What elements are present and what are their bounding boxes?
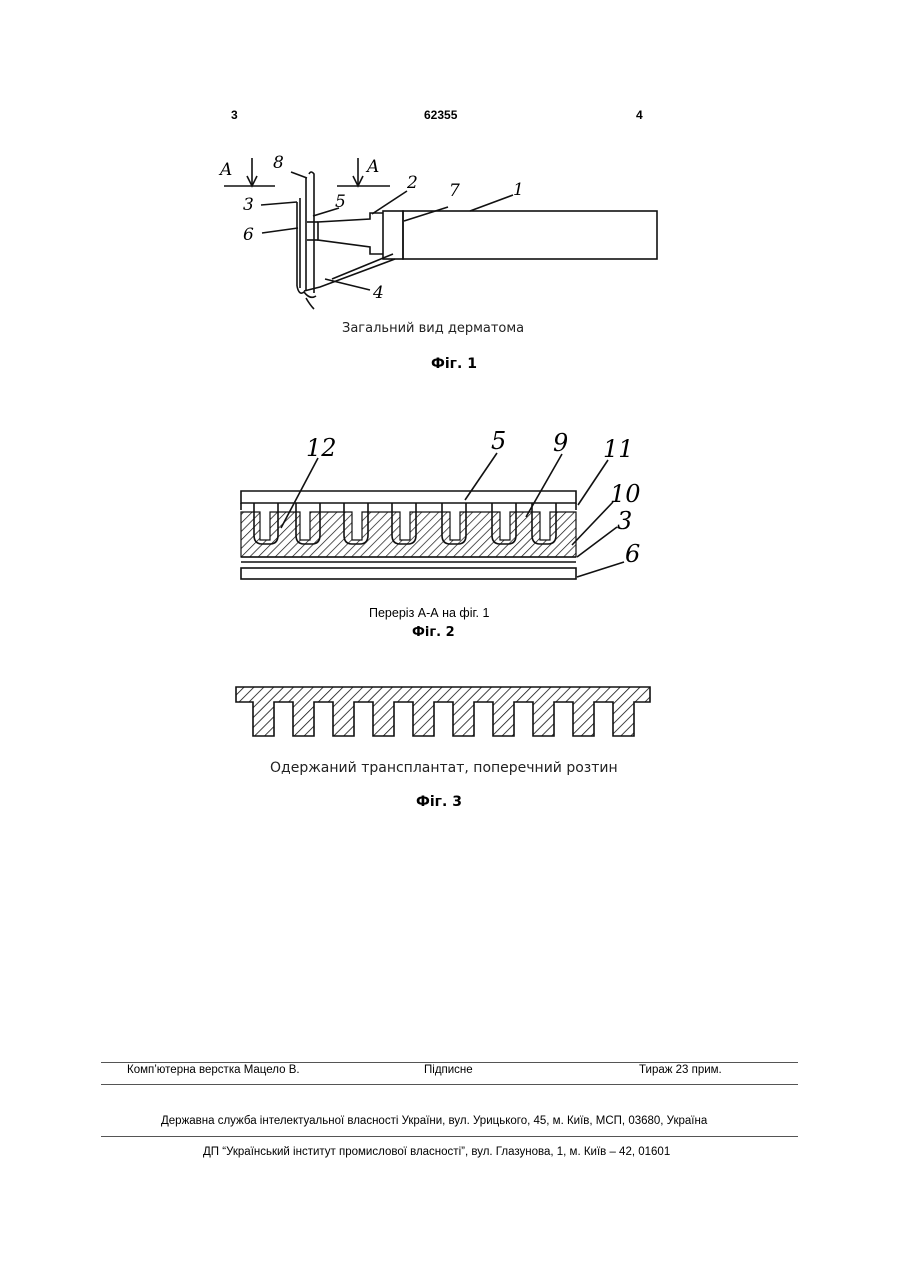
figure-3-caption: Одержаний трансплантат, поперечний розти… <box>270 760 618 776</box>
footer-rule-bottom <box>101 1136 798 1137</box>
footer-signed: Підписне <box>424 1064 473 1076</box>
footer-rule-middle <box>101 1084 798 1085</box>
footer-rule-top <box>101 1062 798 1063</box>
transplant-cross-section <box>236 687 650 736</box>
figure-3-label: Фіг. 3 <box>416 794 462 810</box>
footer-layout-credit: Комп’ютерна верстка Мацело В. <box>127 1064 300 1076</box>
footer-institute: ДП “Український інститут промислової вла… <box>203 1146 670 1158</box>
footer-agency: Державна служба інтелектуальної власност… <box>161 1115 707 1127</box>
footer-print-run: Тираж 23 прим. <box>639 1064 722 1076</box>
